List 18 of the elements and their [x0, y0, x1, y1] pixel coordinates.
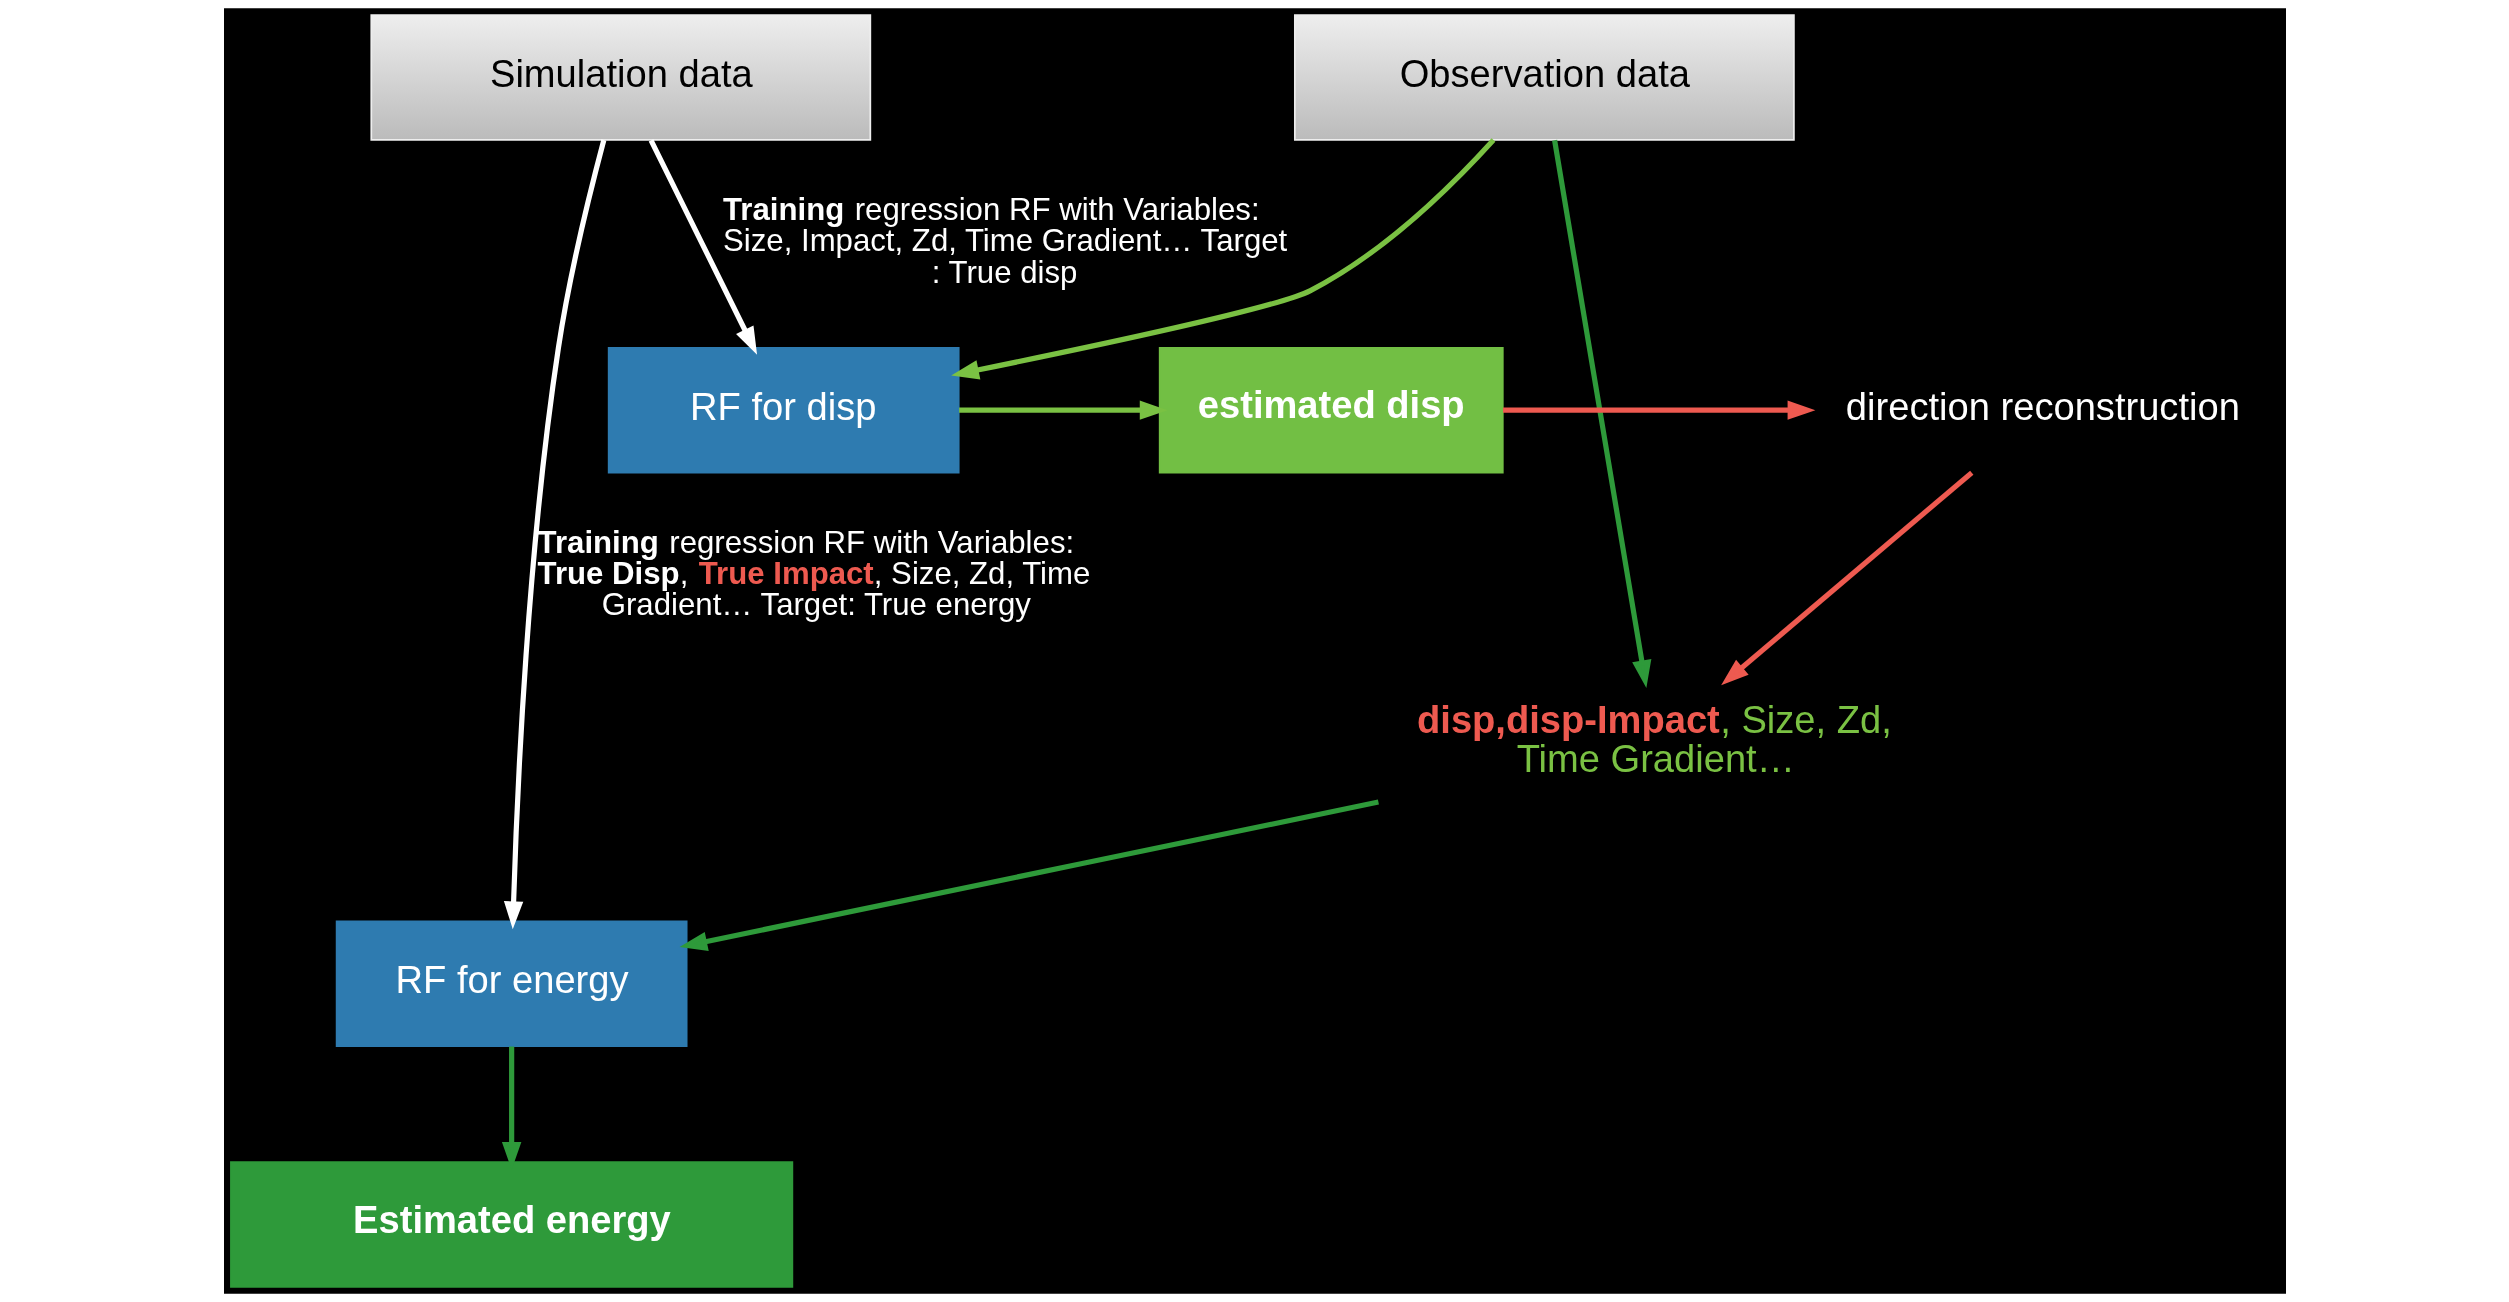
node-box: RF for energy: [335, 920, 687, 1047]
arrow: [1551, 139, 1651, 688]
node-text: disp,disp-Impact, Size, Zd, Time Gradient…: [1416, 698, 1892, 780]
node-box: RF for disp: [607, 346, 960, 474]
arrow: [1720, 470, 1973, 686]
arrow: [1502, 400, 1815, 420]
arrow: [679, 799, 1379, 951]
arrow: [648, 139, 757, 355]
node-box: Simulation data: [369, 14, 871, 141]
node-box: Estimated energy: [229, 1161, 793, 1288]
arrow: [503, 139, 606, 930]
edge-label: Training regression RF with Variables: True Disp, True Impact, Size, Zd, Time Gradient… Target: True energy: [537, 524, 1090, 623]
arrow: [958, 400, 1168, 420]
edge-label: Training regression RF with Variables: Size, Impact, Zd, Time Gradient… Target : True disp: [722, 192, 1287, 290]
node-text: direction reconstruction: [1845, 384, 2240, 428]
arrow: [950, 138, 1495, 380]
node-box: estimated disp: [1158, 346, 1504, 474]
node-box: Observation data: [1293, 14, 1795, 141]
